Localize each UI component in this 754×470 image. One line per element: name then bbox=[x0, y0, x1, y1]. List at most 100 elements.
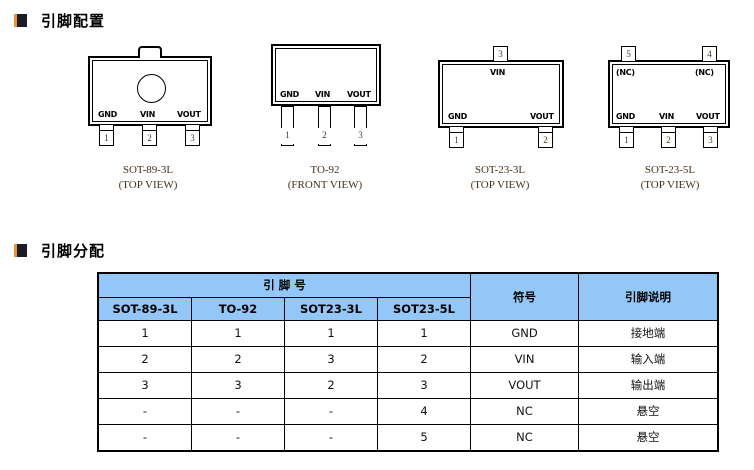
cell-pin-to-92: 1 bbox=[191, 319, 285, 347]
lead-upper-3 bbox=[354, 106, 367, 124]
square-bullet-icon bbox=[14, 14, 27, 27]
pin-label-vin: VIN bbox=[140, 110, 155, 119]
pin-label-gnd: GND bbox=[616, 112, 636, 121]
section-title-pin-assignment: 引脚分配 bbox=[41, 242, 106, 260]
pin-label-vout: VOUT bbox=[177, 110, 201, 119]
pin-number-1: 1 bbox=[280, 128, 295, 144]
package-art-sot-23-5l: 5 4 (NC) (NC) GND VIN VOUT 1 2 3 bbox=[580, 38, 754, 160]
package-art-to-92: GND VIN VOUT 1 2 3 bbox=[235, 38, 415, 160]
pin-label-nc-5: (NC) bbox=[616, 68, 635, 77]
pin-number-3: 3 bbox=[353, 128, 368, 144]
pin-number-5: 5 bbox=[621, 46, 636, 62]
header-col-sot23-5l: SOT23-5L bbox=[377, 296, 471, 321]
cell-description: 输出端 bbox=[578, 371, 719, 399]
table-body: 1 1 1 1 GND 接地端 2 2 3 2 VIN 输入端 3 3 2 3 … bbox=[97, 319, 719, 451]
table-header-row-columns: SOT-89-3L TO-92 SOT23-3L SOT23-5L bbox=[97, 296, 718, 321]
heat-tab-circle bbox=[137, 74, 166, 103]
cell-description: 悬空 bbox=[578, 397, 719, 425]
package-name: SOT-89-3L bbox=[122, 164, 174, 176]
package-body bbox=[608, 60, 730, 128]
cell-symbol: NC bbox=[470, 397, 579, 425]
cell-pin-sot-89-3l: 3 bbox=[97, 371, 192, 399]
package-diagram-sot-23-3l: 3 VIN GND VOUT 1 2 SOT-23-3L (TOP VIEW) bbox=[410, 38, 590, 193]
pin-assignment-table-wrapper: 引 脚 号 符号 引脚说明 SOT-89-3L TO-92 SOT23-3L S… bbox=[97, 272, 719, 452]
header-pin-number-group: 引 脚 号 bbox=[97, 272, 471, 298]
table-row: 2 2 3 2 VIN 输入端 bbox=[97, 345, 719, 373]
package-view: (TOP VIEW) bbox=[470, 179, 530, 191]
package-view: (FRONT VIEW) bbox=[287, 179, 363, 191]
package-art-sot-23-3l: 3 VIN GND VOUT 1 2 bbox=[410, 38, 590, 160]
pin-label-vin: VIN bbox=[659, 112, 674, 121]
pin-number-1: 1 bbox=[99, 130, 114, 146]
header-symbol: 符号 bbox=[470, 272, 579, 321]
pin-label-gnd: GND bbox=[448, 112, 468, 121]
cell-pin-sot23-3l: 3 bbox=[284, 345, 378, 373]
table-row: - - - 5 NC 悬空 bbox=[97, 423, 719, 451]
cell-pin-sot-89-3l: - bbox=[97, 423, 192, 451]
package-caption-sot-23-3l: SOT-23-3L (TOP VIEW) bbox=[410, 163, 590, 193]
pin-label-gnd: GND bbox=[98, 110, 118, 119]
pin-label-vin: VIN bbox=[315, 90, 330, 99]
pin-assignment-table: 引 脚 号 符号 引脚说明 SOT-89-3L TO-92 SOT23-3L S… bbox=[97, 272, 719, 452]
package-caption-sot-89-3l: SOT-89-3L (TOP VIEW) bbox=[58, 163, 238, 193]
cell-pin-sot23-5l: 2 bbox=[377, 345, 471, 373]
cell-pin-to-92: - bbox=[191, 423, 285, 451]
cell-symbol: NC bbox=[470, 423, 579, 451]
package-caption-to-92: TO-92 (FRONT VIEW) bbox=[235, 163, 415, 193]
header-col-sot-89-3l: SOT-89-3L bbox=[97, 296, 192, 321]
cell-pin-sot23-3l: 1 bbox=[284, 319, 378, 347]
package-view: (TOP VIEW) bbox=[640, 179, 700, 191]
package-name: TO-92 bbox=[310, 164, 340, 176]
section-pin-assignment: 引脚分配 bbox=[14, 240, 105, 261]
cell-pin-to-92: 2 bbox=[191, 345, 285, 373]
package-body bbox=[271, 44, 381, 106]
pin-number-3: 3 bbox=[703, 132, 718, 148]
pin-number-1: 1 bbox=[619, 132, 634, 148]
cell-pin-to-92: 3 bbox=[191, 371, 285, 399]
cell-symbol: VOUT bbox=[470, 371, 579, 399]
cell-pin-sot23-5l: 5 bbox=[377, 423, 471, 451]
cell-pin-sot23-5l: 3 bbox=[377, 371, 471, 399]
cell-description: 接地端 bbox=[578, 319, 719, 347]
table-row: 1 1 1 1 GND 接地端 bbox=[97, 319, 719, 347]
section-pin-configuration: 引脚配置 bbox=[14, 10, 105, 31]
cell-description: 悬空 bbox=[578, 423, 719, 451]
cell-pin-sot23-3l: - bbox=[284, 397, 378, 425]
cell-pin-sot-89-3l: - bbox=[97, 397, 192, 425]
cell-pin-sot23-3l: - bbox=[284, 423, 378, 451]
cell-pin-sot23-5l: 1 bbox=[377, 319, 471, 347]
table-row: - - - 4 NC 悬空 bbox=[97, 397, 719, 425]
square-bullet-icon bbox=[14, 244, 27, 257]
pin-label-vout: VOUT bbox=[696, 112, 720, 121]
table-row: 3 3 2 3 VOUT 输出端 bbox=[97, 371, 719, 399]
pin-label-nc-4: (NC) bbox=[695, 68, 714, 77]
pin-number-2: 2 bbox=[661, 132, 676, 148]
pin-number-3: 3 bbox=[185, 130, 200, 146]
lead-upper-1 bbox=[281, 106, 294, 124]
package-diagram-to-92: GND VIN VOUT 1 2 3 TO-92 (FRONT VIEW) bbox=[235, 38, 415, 193]
cell-pin-sot23-5l: 4 bbox=[377, 397, 471, 425]
package-body bbox=[88, 56, 212, 126]
table-header: 引 脚 号 符号 引脚说明 SOT-89-3L TO-92 SOT23-3L S… bbox=[97, 272, 719, 321]
package-diagram-sot-89-3l: GND VIN VOUT 1 2 3 SOT-89-3L (TOP VIEW) bbox=[58, 38, 238, 193]
cell-description: 输入端 bbox=[578, 345, 719, 373]
cell-pin-sot-89-3l: 2 bbox=[97, 345, 192, 373]
section-title-pin-configuration: 引脚配置 bbox=[41, 12, 106, 30]
header-col-sot23-3l: SOT23-3L bbox=[284, 296, 378, 321]
package-name: SOT-23-5L bbox=[644, 164, 696, 176]
pin-number-3: 3 bbox=[493, 46, 508, 62]
cell-symbol: GND bbox=[470, 319, 579, 347]
package-art-sot-89-3l: GND VIN VOUT 1 2 3 bbox=[58, 38, 238, 160]
pin-label-gnd: GND bbox=[280, 90, 300, 99]
package-diagram-sot-23-5l: 5 4 (NC) (NC) GND VIN VOUT 1 2 3 SOT-23-… bbox=[580, 38, 754, 193]
pin-number-4: 4 bbox=[702, 46, 717, 62]
package-name: SOT-23-3L bbox=[474, 164, 526, 176]
header-description: 引脚说明 bbox=[578, 272, 719, 321]
package-top-tab bbox=[138, 46, 162, 58]
package-caption-sot-23-5l: SOT-23-5L (TOP VIEW) bbox=[580, 163, 754, 193]
pin-number-1: 1 bbox=[449, 132, 464, 148]
pin-label-vin: VIN bbox=[490, 68, 505, 77]
cell-symbol: VIN bbox=[470, 345, 579, 373]
package-view: (TOP VIEW) bbox=[118, 179, 178, 191]
cell-pin-to-92: - bbox=[191, 397, 285, 425]
